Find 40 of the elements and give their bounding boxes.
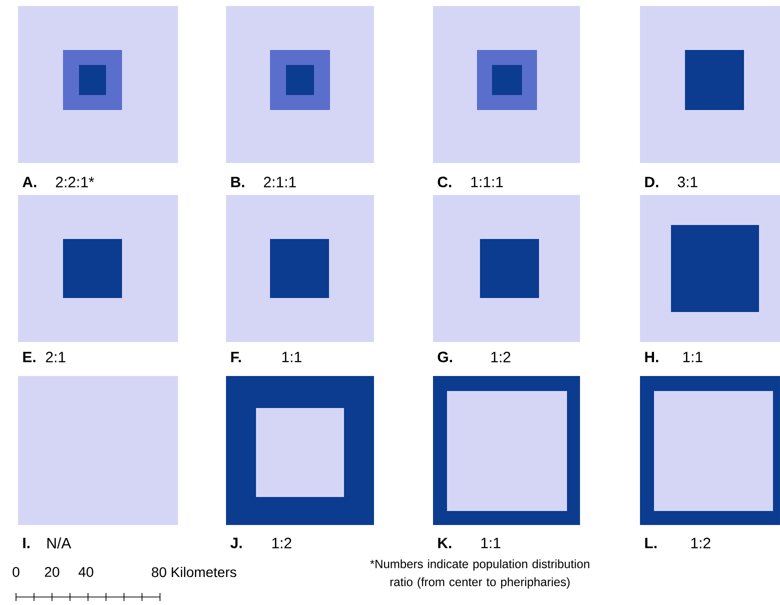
panel-letter: D. — [645, 176, 658, 188]
ratio-label: 2:2:1* — [56, 176, 94, 188]
scale-label: 80 Kilometers — [152, 566, 236, 578]
ratio-label: 3:1 — [678, 176, 698, 188]
inner-square — [256, 408, 344, 497]
ratio-label: 2:1 — [46, 352, 66, 362]
panel-letter: A. — [22, 176, 36, 188]
inner-square — [286, 65, 314, 95]
ratio-label: 1:1 — [683, 352, 702, 362]
panel-letter: J. — [230, 538, 242, 548]
inner-square — [671, 225, 759, 312]
inner-square — [63, 239, 122, 298]
inner-square — [685, 50, 744, 110]
panel-letter: L. — [645, 538, 656, 548]
panel-letter: C. — [438, 176, 452, 188]
inner-square — [480, 239, 539, 298]
inner-square — [492, 65, 522, 95]
ratio-label: 1:2 — [491, 352, 510, 362]
scale-label: 20 — [44, 567, 60, 577]
panel-letter: E. — [23, 352, 36, 362]
scale-label: 0 — [12, 567, 20, 577]
panel-letter: B. — [231, 176, 244, 188]
ratio-label: 1:2 — [272, 538, 292, 548]
ratio-label: 1:1:1 — [471, 176, 503, 188]
panel-letter: H. — [645, 352, 658, 362]
scale-label: 40 — [78, 567, 94, 577]
inner-square — [447, 390, 567, 511]
panel-letter: K. — [438, 538, 452, 548]
inner-square — [270, 239, 329, 298]
ratio-label: 1:1 — [481, 538, 500, 548]
panel-letter: I. — [23, 538, 30, 548]
ratio-label: 2:1:1 — [264, 176, 296, 188]
panel-letter: G. — [438, 352, 452, 362]
inner-square — [79, 65, 106, 95]
inner-square — [654, 390, 773, 511]
ratio-label: 1:1 — [282, 352, 302, 362]
footnote: *Numbers indicate population distribution ratio (from center to pheripharies) — [370, 559, 590, 589]
ratio-label: 1:2 — [691, 538, 710, 548]
panel-letter: F. — [231, 352, 241, 362]
ratio-label: N/A — [47, 537, 72, 548]
